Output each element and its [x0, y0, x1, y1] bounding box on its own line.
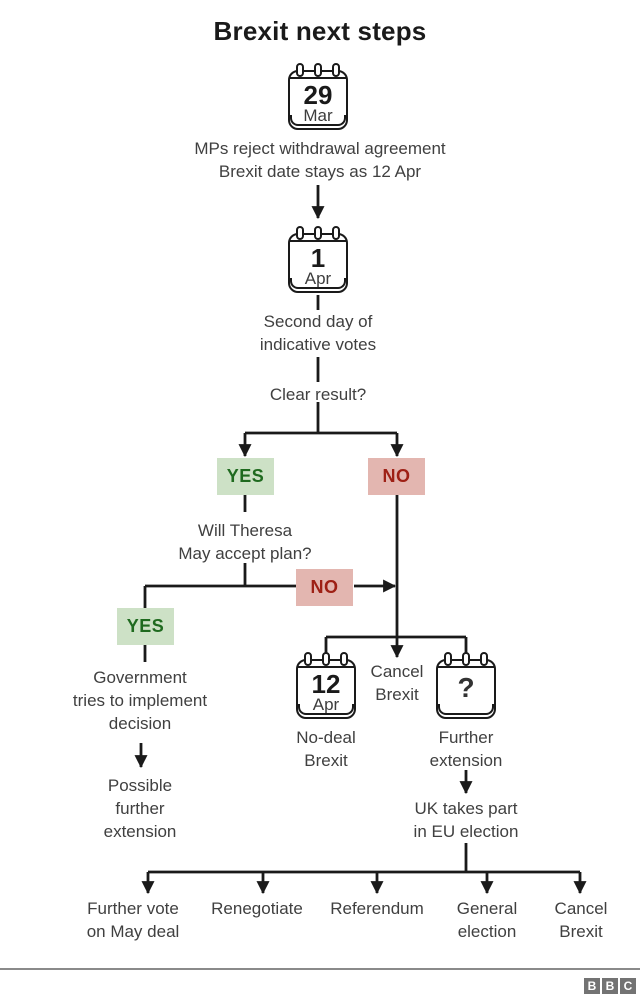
flow-label-no-deal: No-deal Brexit [296, 728, 356, 770]
outcome-label-further-vote: Further vote on May deal [86, 899, 180, 941]
calendar-day: 1 [310, 243, 326, 273]
flow-label-second-day: Second day of indicative votes [259, 312, 377, 354]
calendar-ring [296, 63, 304, 77]
calendar-rings [288, 226, 348, 240]
calendar-rings [288, 63, 348, 77]
calendar-rings [436, 652, 496, 666]
calendar-header-line [298, 666, 354, 668]
calendar-ring [322, 652, 330, 666]
flow-label-government: Government tries to implement decision [72, 668, 208, 733]
bbc-logo-letter: B [584, 978, 600, 994]
calendar-ring [444, 652, 452, 666]
decision-box-yes-1: YES [217, 458, 274, 495]
calendar-page-edge [290, 278, 346, 289]
flow-label-uk-election: UK takes part in EU election [413, 799, 519, 841]
calendar-page-edge [438, 704, 494, 715]
calendar-ring [304, 652, 312, 666]
flow-label-further-extension: Further extension [429, 728, 503, 770]
calendar-icon-12-apr: 12 Apr [296, 652, 356, 719]
calendar-ring [332, 226, 340, 240]
calendar-month: Mar [303, 106, 333, 125]
calendar-body: 12 Apr [296, 659, 356, 719]
calendar-ring [296, 226, 304, 240]
calendar-icon-29-mar: 29 Mar [288, 63, 348, 130]
decision-box-yes-2: YES [117, 608, 174, 645]
calendar-header-line [290, 240, 346, 242]
page-title: Brexit next steps [213, 16, 427, 46]
calendar-rings [296, 652, 356, 666]
calendar-page-edge [298, 704, 354, 715]
calendar-header-line [438, 666, 494, 668]
calendar-icon-1-apr: 1 Apr [288, 226, 348, 293]
flow-label-mps-reject: MPs reject withdrawal agreement Brexit d… [194, 139, 446, 181]
calendar-month: Apr [312, 695, 340, 714]
calendar-day: 29 [303, 80, 333, 110]
calendar-day: ? [457, 672, 475, 703]
flow-label-clear-result: Clear result? [269, 385, 367, 404]
calendar-icon-question: ? [436, 652, 496, 719]
calendar-day: 12 [311, 669, 341, 699]
calendar-ring [332, 63, 340, 77]
outcome-label-referendum: Referendum [330, 899, 424, 918]
calendar-body: 1 Apr [288, 233, 348, 293]
flow-label-theresa-question: Will Theresa May accept plan? [178, 521, 312, 563]
calendar-header-line [290, 77, 346, 79]
calendar-body: 29 Mar [288, 70, 348, 130]
outcome-label-renegotiate: Renegotiate [211, 899, 303, 918]
calendar-body: ? [436, 659, 496, 719]
calendar-ring [462, 652, 470, 666]
outcome-label-cancel-brexit: Cancel Brexit [554, 899, 608, 941]
calendar-ring [340, 652, 348, 666]
decision-box-no-2: NO [296, 569, 353, 606]
flow-label-possible-extension: Possible further extension [103, 776, 177, 841]
calendar-month: Apr [304, 269, 332, 288]
calendar-ring [314, 226, 322, 240]
bbc-logo-letter: C [620, 978, 636, 994]
outcome-label-general-election: General election [456, 899, 518, 941]
calendar-ring [314, 63, 322, 77]
bbc-logo-letter: B [602, 978, 618, 994]
calendar-ring [480, 652, 488, 666]
calendar-page-edge [290, 115, 346, 126]
bbc-logo: B B C [584, 978, 636, 994]
footer-divider [0, 968, 640, 970]
decision-box-no-1: NO [368, 458, 425, 495]
flow-label-cancel-brexit-mid: Cancel Brexit [370, 662, 424, 704]
